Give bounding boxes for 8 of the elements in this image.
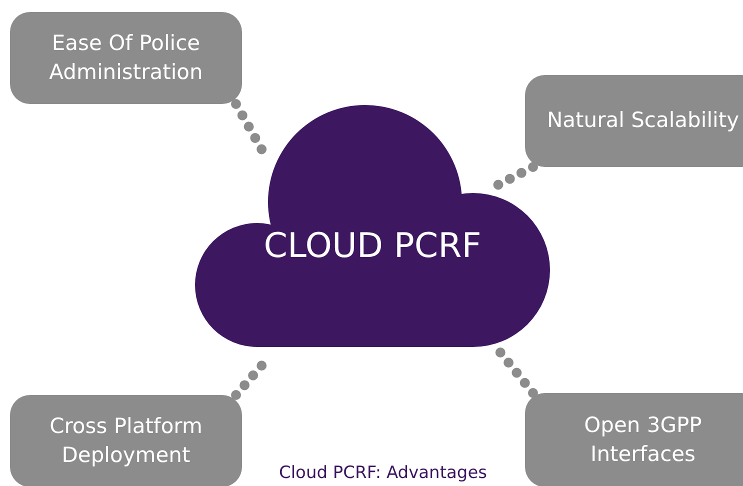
dotted-connector xyxy=(231,99,267,155)
cloud-title: CLOUD PCRF xyxy=(264,226,482,266)
rounded-box: Cross Platform Deployment xyxy=(10,395,242,486)
caption: Cloud PCRF: Advantages xyxy=(278,463,488,483)
rounded-box: Open 3GPP Interfaces xyxy=(525,393,743,486)
rounded-box: Natural Scalability xyxy=(525,75,743,167)
rounded-box: Ease Of Police Administration xyxy=(10,12,242,104)
dotted-connector xyxy=(495,347,538,398)
